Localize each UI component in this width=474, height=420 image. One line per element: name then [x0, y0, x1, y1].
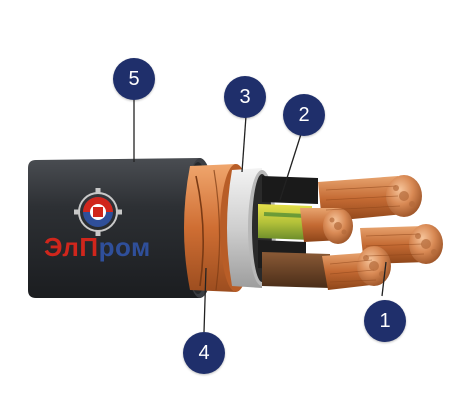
- callout-badge-1: 1: [364, 300, 406, 342]
- copper-conductors: [300, 175, 443, 290]
- brand-name-part2: ром: [98, 232, 151, 262]
- callout-badge-2: 2: [283, 94, 325, 136]
- callout-badge-3: 3: [224, 76, 266, 118]
- callout-label-4: 4: [198, 341, 210, 364]
- callout-label-1: 1: [379, 309, 391, 332]
- brand-name: ЭлПром: [44, 232, 151, 263]
- brand-name-part1: ЭлП: [44, 232, 99, 262]
- leader-line-3: [241, 115, 247, 173]
- callout-badge-4: 4: [183, 332, 225, 374]
- leader-line-2: [279, 130, 303, 201]
- leader-line-4: [203, 267, 207, 333]
- callout-label-2: 2: [298, 103, 310, 126]
- callout-badge-5: 5: [113, 58, 155, 100]
- leader-line-1: [381, 261, 387, 297]
- callout-label-3: 3: [239, 85, 251, 108]
- callout-label-5: 5: [128, 67, 140, 90]
- leader-lines: [133, 98, 387, 333]
- core-insulations: [258, 176, 330, 288]
- brand-logo-icon: [74, 188, 122, 236]
